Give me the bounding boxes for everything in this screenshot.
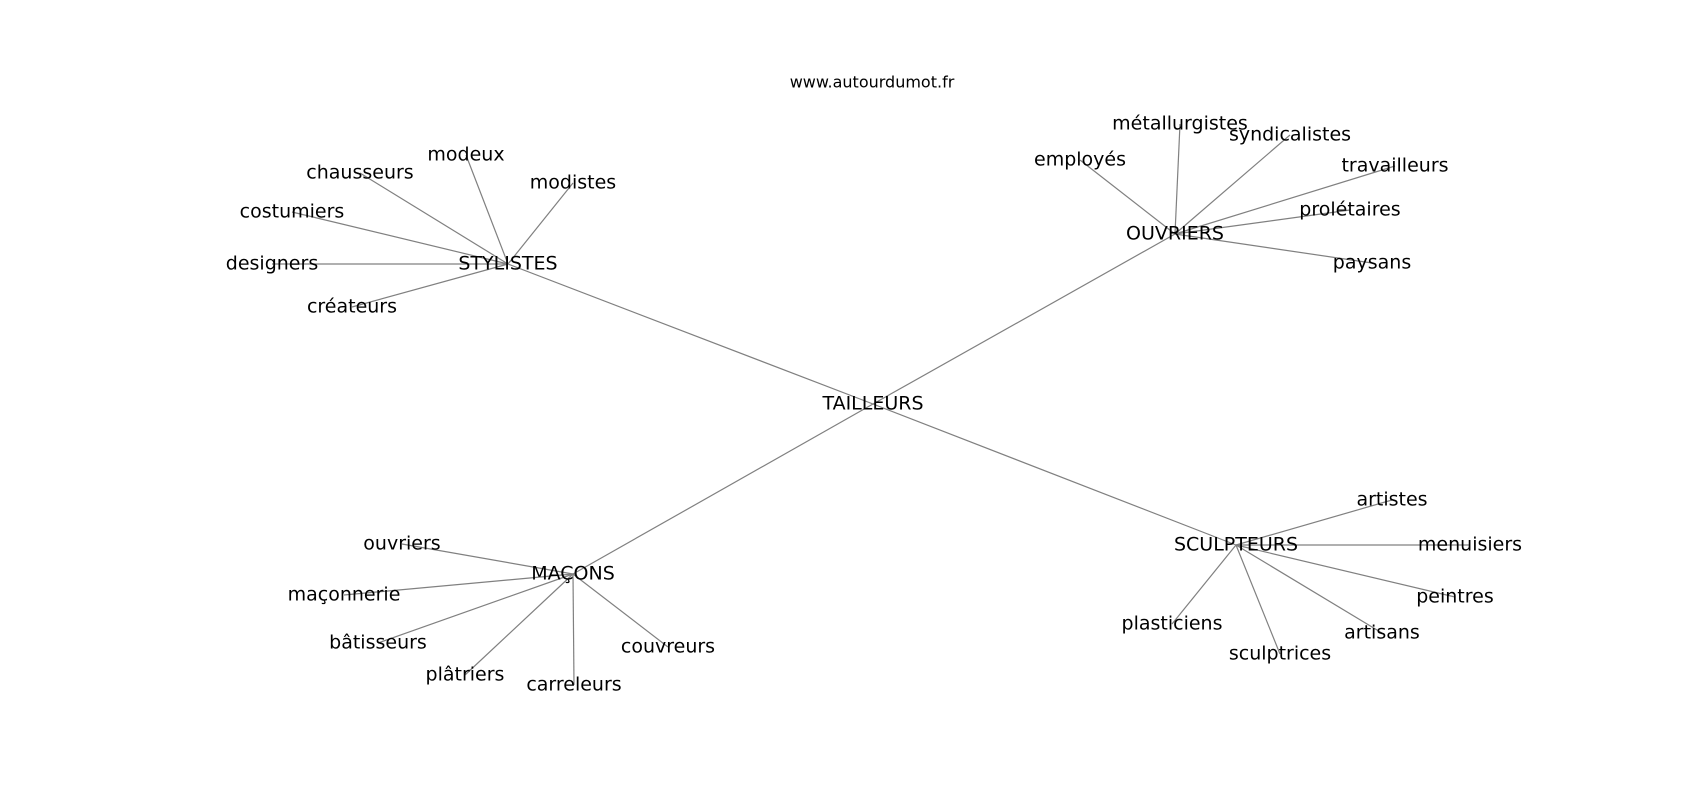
leaf-node-label: ouvriers <box>363 533 440 555</box>
leaf-node-label: peintres <box>1416 586 1494 608</box>
edge-cluster-to-leaf <box>291 211 509 265</box>
edge-cluster-to-leaf <box>465 154 509 265</box>
leaf-node-label: plasticiens <box>1122 613 1223 635</box>
leaf-node-label: employés <box>1034 149 1126 171</box>
edge-cluster-to-leaf <box>377 573 574 644</box>
edge-cluster-to-leaf <box>572 573 669 648</box>
edge-cluster-to-leaf <box>507 182 574 265</box>
leaf-node-label: sculptrices <box>1229 643 1331 665</box>
leaf-node-label: prolétaires <box>1299 199 1400 221</box>
leaf-node-label: créateurs <box>307 296 397 318</box>
labels-layer: www.autourdumot.fr TAILLEURS STYLISTES mod… <box>226 73 1522 696</box>
edge-root-to-cluster <box>507 263 874 405</box>
edge-root-to-cluster <box>572 403 874 575</box>
leaf-node-label: modeux <box>427 144 504 166</box>
edge-cluster-to-leaf <box>464 573 574 676</box>
edge-cluster-to-leaf <box>572 573 575 686</box>
edge-root-to-cluster <box>872 233 1176 405</box>
edge-cluster-to-leaf <box>343 573 574 596</box>
edge-cluster-to-leaf <box>1235 544 1383 634</box>
root-node-label: TAILLEURS <box>821 393 923 415</box>
leaf-node-label: plâtriers <box>426 664 505 686</box>
leaf-node-label: paysans <box>1333 252 1411 274</box>
edge-cluster-to-leaf <box>1174 134 1291 235</box>
edge-cluster-to-leaf <box>1174 233 1373 264</box>
edge-cluster-to-leaf <box>1235 544 1281 655</box>
edge-cluster-to-leaf <box>1235 499 1393 546</box>
edge-cluster-to-leaf <box>1174 209 1351 235</box>
edge-cluster-to-leaf <box>1235 544 1456 598</box>
leaf-node-label: designers <box>226 253 318 275</box>
cluster-node-label: STYLISTES <box>458 253 557 275</box>
cluster-node-label: OUVRIERS <box>1126 223 1224 245</box>
edge-cluster-to-leaf <box>359 172 509 265</box>
site-label: www.autourdumot.fr <box>790 73 955 92</box>
edge-cluster-to-leaf <box>401 543 574 575</box>
leaf-node-label: menuisiers <box>1418 534 1522 556</box>
edge-cluster-to-leaf <box>1174 123 1181 235</box>
leaf-node-label: couvreurs <box>621 636 715 658</box>
leaf-node-label: travailleurs <box>1341 155 1448 177</box>
edge-root-to-cluster <box>872 403 1237 546</box>
leaf-node-label: métallurgistes <box>1112 113 1248 135</box>
leaf-node-label: bâtisseurs <box>329 632 427 654</box>
leaf-node-label: artistes <box>1356 489 1427 511</box>
leaf-node-label: costumiers <box>240 201 345 223</box>
edge-cluster-to-leaf <box>1079 159 1176 235</box>
edge-cluster-to-leaf <box>351 263 509 308</box>
leaf-node-label: carreleurs <box>526 674 621 696</box>
leaf-node-label: modistes <box>530 172 616 194</box>
cluster-node-label: SCULPTEURS <box>1174 534 1298 556</box>
cluster-node-label: MAÇONS <box>531 563 615 585</box>
leaf-node-label: chausseurs <box>306 162 413 184</box>
edge-cluster-to-leaf <box>1171 544 1237 625</box>
edge-cluster-to-leaf <box>1174 165 1396 235</box>
edges-layer <box>272 123 1470 686</box>
leaf-node-label: syndicalistes <box>1229 124 1351 146</box>
leaf-node-label: artisans <box>1344 622 1420 644</box>
leaf-node-label: maçonnerie <box>288 584 401 606</box>
